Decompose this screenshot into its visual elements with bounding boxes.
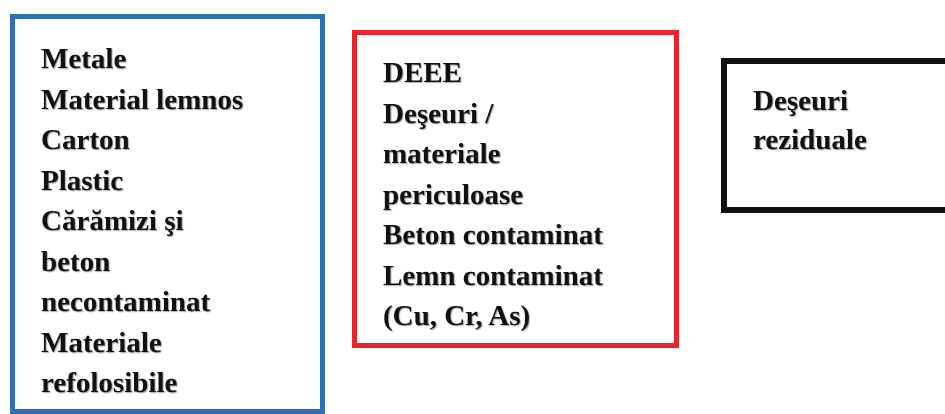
box-line: Deşeuri: [753, 85, 849, 117]
box-line: Beton contaminat: [383, 219, 603, 251]
box-line: Plastic: [41, 164, 124, 197]
box-line: Cărămizi şi: [41, 205, 184, 237]
box-line: necontaminat: [41, 286, 211, 318]
recyclable-materials-box: Metale Material lemnos Carton Plastic Că…: [10, 14, 325, 414]
hazardous-materials-box: DEEE Deşeuri / materiale periculoase Bet…: [352, 30, 679, 348]
box-line: materiale: [383, 138, 501, 170]
box-line: reziduale: [753, 124, 867, 156]
box-line: Material lemnos: [41, 83, 244, 116]
box-line: DEEE: [383, 57, 462, 89]
box-line: beton: [41, 245, 111, 278]
box-line: Lemn contaminat: [383, 259, 603, 292]
box-line: Metale: [41, 43, 127, 75]
box-line: periculoase: [383, 178, 524, 211]
box-line: Deşeuri /: [383, 97, 494, 130]
box-line: Carton: [41, 124, 130, 156]
box-line: (Cu, Cr, As): [383, 300, 531, 332]
residual-waste-box: Deşeuri reziduale: [721, 58, 945, 213]
box-line: Materiale: [41, 326, 162, 359]
box-line: refolosibile: [41, 367, 178, 399]
